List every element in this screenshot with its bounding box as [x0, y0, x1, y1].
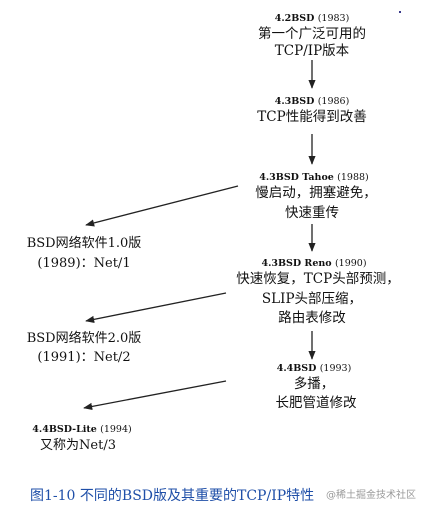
year-label: (1986)	[317, 96, 350, 107]
version-label: 4.4BSD-Lite	[32, 424, 97, 435]
corner-dot	[399, 11, 401, 13]
figure-caption: 图1-10 不同的BSD版及其重要的TCP/IP特性	[30, 488, 315, 504]
version-label: 4.2BSD	[274, 13, 315, 24]
node-4.4bsd-desc-2: 长肥管道修改	[275, 395, 357, 411]
side-lite-title: 4.4BSD-Lite (1994)	[32, 425, 131, 435]
node-tahoe-desc-1: 慢启动，拥塞避免，	[255, 185, 377, 201]
node-reno-title: 4.3BSD Reno (1990)	[261, 259, 366, 269]
node-reno-desc-2: SLIP头部压缩，	[261, 291, 363, 307]
side-net1-line-2: (1989)：Net/1	[37, 256, 131, 271]
version-label: 4.3BSD Tahoe	[259, 172, 334, 183]
version-label: 4.4BSD	[276, 363, 317, 374]
year-label: (1993)	[319, 363, 352, 374]
node-reno-desc-1: 快速恢复，TCP头部预测，	[236, 271, 400, 287]
node-tahoe-desc-2: 快速重传	[285, 205, 339, 221]
arrow-tahoe-to-net1	[85, 185, 239, 227]
year-label: (1983)	[317, 13, 350, 24]
node-4.2bsd-desc-1: 第一个广泛可用的	[258, 26, 366, 42]
year-label: (1990)	[334, 258, 367, 269]
arrow-reno-to-net2	[85, 292, 227, 323]
node-reno-desc-3: 路由表修改	[278, 310, 346, 326]
side-net2-line-2: (1991)：Net/2	[37, 350, 131, 365]
arrow-4.4-to-lite	[83, 380, 227, 411]
node-4.3bsd-title: 4.3BSD (1986)	[275, 97, 350, 107]
node-4.2bsd-title: 4.2BSD (1983)	[275, 14, 350, 24]
side-lite-line-2: 又称为Net/3	[40, 438, 116, 453]
node-4.3bsd-desc-1: TCP性能得到改善	[257, 109, 367, 125]
year-label: (1988)	[337, 172, 369, 183]
node-4.4bsd-title: 4.4BSD (1993)	[277, 364, 352, 374]
side-net1-line-1: BSD网络软件1.0版	[26, 236, 142, 251]
year-label: (1994)	[100, 424, 132, 435]
version-label: 4.3BSD	[274, 96, 315, 107]
node-tahoe-title: 4.3BSD Tahoe (1988)	[259, 173, 368, 183]
node-4.4bsd-desc-1: 多播，	[293, 376, 335, 392]
watermark: @稀土掘金技术社区	[326, 490, 416, 501]
node-4.2bsd-desc-2: TCP/IP版本	[274, 43, 350, 59]
version-label: 4.3BSD Reno	[261, 258, 332, 269]
side-net2-line-1: BSD网络软件2.0版	[26, 331, 142, 346]
